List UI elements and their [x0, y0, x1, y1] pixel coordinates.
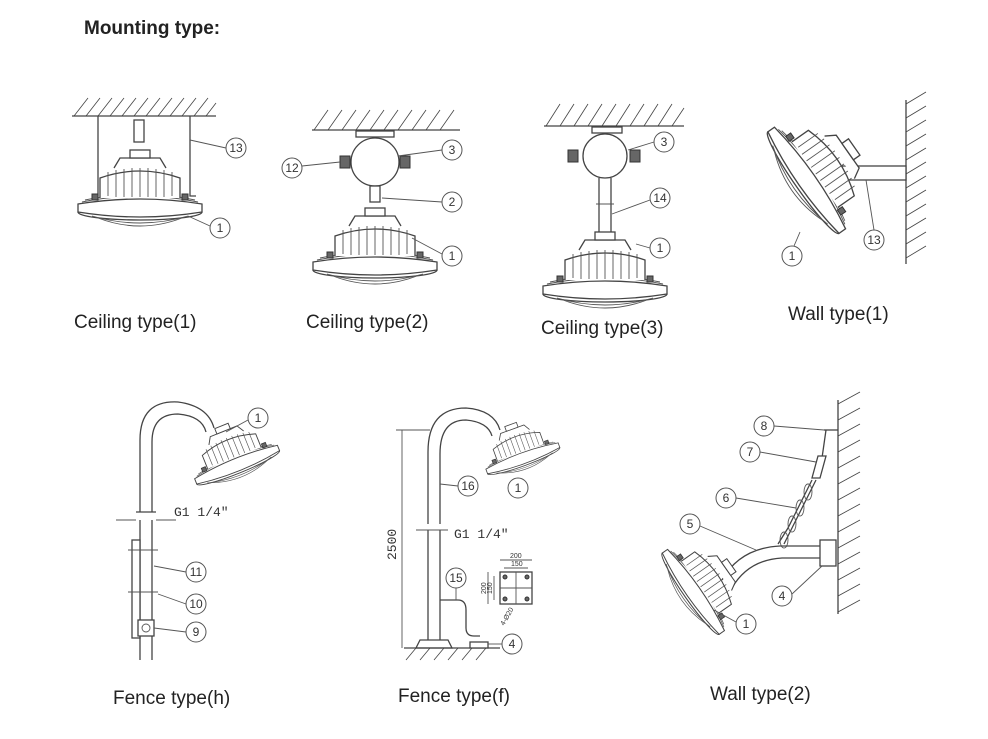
svg-text:13: 13 [867, 233, 881, 247]
ceiling-type-2-drawing [312, 109, 460, 285]
svg-text:7: 7 [747, 445, 754, 459]
svg-text:9: 9 [193, 625, 200, 639]
callout-c1-1: 1 [209, 217, 231, 239]
callout-w2-1: 1 [735, 613, 757, 635]
caption-wall-type-2: Wall type(2) [710, 684, 811, 705]
callout-ff-15: 15 [445, 567, 467, 589]
svg-text:4-Ø20: 4-Ø20 [500, 607, 516, 627]
callout-c3-1: 1 [649, 237, 671, 259]
callout-c2-3: 3 [441, 139, 463, 161]
ceiling-type-1-drawing [72, 97, 217, 227]
thread-dimension-h: G1 1/4" [174, 505, 229, 520]
svg-text:14: 14 [653, 191, 667, 205]
callout-w1-13: 13 [863, 229, 885, 251]
callout-ff-4: 4 [501, 633, 523, 655]
fence-type-f-drawing: 2500 G1 1/4" 200 150 200 150 4-Ø20 [385, 407, 564, 661]
svg-text:16: 16 [461, 479, 475, 493]
svg-text:1: 1 [255, 411, 262, 425]
svg-text:11: 11 [190, 565, 203, 579]
svg-text:150: 150 [487, 582, 494, 594]
callout-c2-1: 1 [441, 245, 463, 267]
svg-text:1: 1 [657, 241, 664, 255]
callout-w2-4: 4 [771, 585, 793, 607]
svg-text:3: 3 [661, 135, 668, 149]
pole-height-dimension: 2500 [385, 529, 400, 560]
page-title: Mounting type: [84, 18, 221, 39]
svg-text:12: 12 [285, 161, 299, 175]
callout-c2-12: 12 [281, 157, 303, 179]
svg-text:1: 1 [515, 481, 522, 495]
svg-text:3: 3 [449, 143, 456, 157]
caption-fence-type-h: Fence type(h) [113, 688, 231, 709]
callout-fh-9: 9 [185, 621, 207, 643]
svg-text:13: 13 [229, 141, 243, 155]
callout-c3-3: 3 [653, 131, 675, 153]
fence-type-h-drawing: G1 1/4" [116, 401, 284, 660]
svg-text:1: 1 [743, 617, 750, 631]
thread-dimension-f: G1 1/4" [454, 527, 509, 542]
callout-c3-14: 14 [649, 187, 671, 209]
svg-text:8: 8 [761, 419, 768, 433]
callout-c1-13: 13 [225, 137, 247, 159]
callout-fh-11: 11 [185, 561, 207, 583]
svg-text:10: 10 [189, 597, 203, 611]
caption-wall-type-1: Wall type(1) [788, 304, 889, 325]
callout-w2-6: 6 [715, 487, 737, 509]
callout-w2-8: 8 [753, 415, 775, 437]
ceiling-type-3-drawing [542, 103, 685, 309]
caption-ceiling-type-2: Ceiling type(2) [306, 312, 429, 333]
callout-w2-5: 5 [679, 513, 701, 535]
svg-text:150: 150 [511, 561, 523, 568]
svg-text:1: 1 [449, 249, 456, 263]
caption-fence-type-f: Fence type(f) [398, 686, 510, 707]
svg-text:4: 4 [779, 589, 786, 603]
callout-fh-1: 1 [247, 407, 269, 429]
callout-w2-7: 7 [739, 441, 761, 463]
svg-text:200: 200 [481, 582, 488, 594]
svg-text:4: 4 [509, 637, 516, 651]
caption-ceiling-type-3: Ceiling type(3) [541, 318, 664, 339]
svg-text:5: 5 [687, 517, 694, 531]
svg-text:1: 1 [789, 249, 796, 263]
callout-c2-2: 2 [441, 191, 463, 213]
callout-fh-10: 10 [185, 593, 207, 615]
svg-text:1: 1 [217, 221, 224, 235]
wall-type-1-drawing [755, 91, 927, 264]
svg-text:200: 200 [510, 553, 522, 560]
callout-ff-1: 1 [507, 477, 529, 499]
callout-ff-16: 16 [457, 475, 479, 497]
callout-w1-1: 1 [781, 245, 803, 267]
caption-ceiling-type-1: Ceiling type(1) [74, 312, 197, 333]
svg-text:6: 6 [723, 491, 730, 505]
wall-type-2-drawing [652, 391, 861, 642]
svg-text:15: 15 [449, 571, 463, 585]
svg-text:2: 2 [449, 195, 456, 209]
